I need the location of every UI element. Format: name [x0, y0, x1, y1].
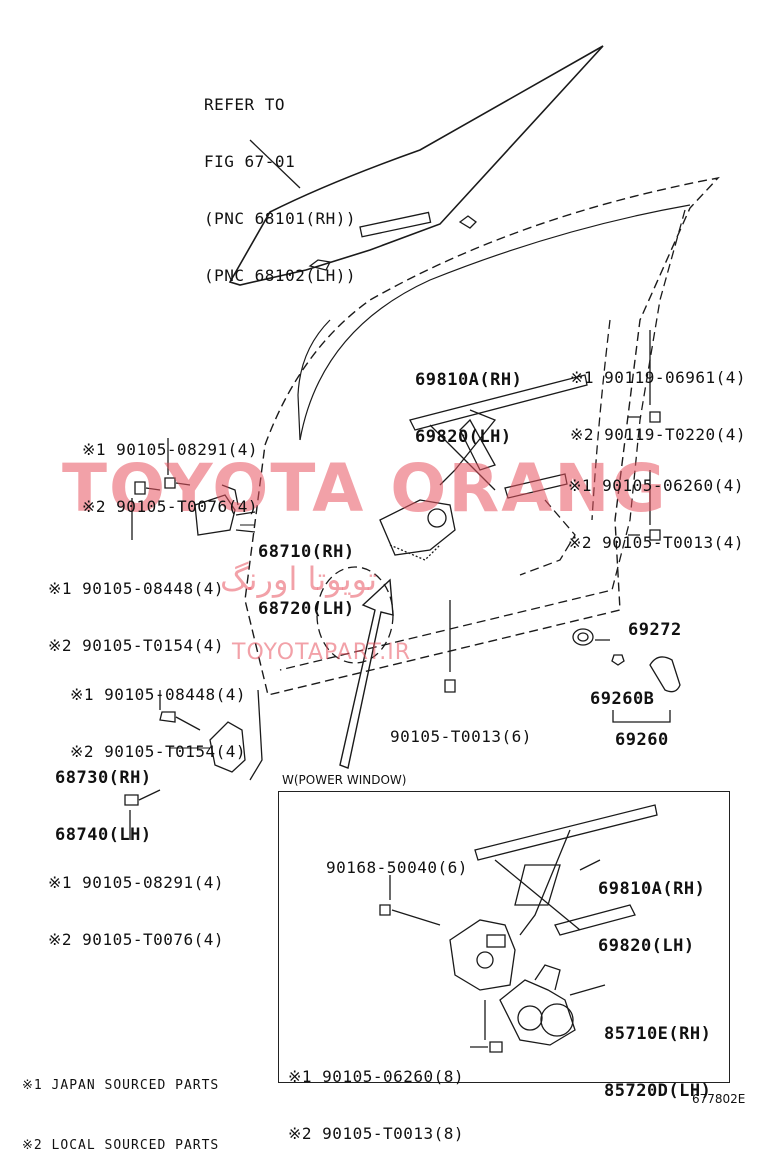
label-bolt-left-mid: ※1 90105-08448(4) ※2 90105-T0154(4) — [48, 541, 224, 674]
label-bolt-left-lower: ※1 90105-08448(4) ※2 90105-T0154(4) — [70, 647, 246, 780]
label-hinge-lower: 68730(RH) 68740(LH) — [55, 731, 152, 864]
refer-note-line: REFER TO — [204, 95, 286, 114]
pw-gear-plate — [449, 919, 516, 991]
label-69260: 69260 — [615, 730, 669, 750]
watermark-persian: تویوتا اورنگ — [220, 560, 378, 598]
label-line: 68730(RH) — [55, 768, 152, 788]
label-line: 69820(LH) — [415, 427, 512, 447]
label-line: 85720D(LH) — [604, 1081, 712, 1101]
pw-motor — [499, 979, 576, 1046]
label-line: ※1 90119-06961(4) — [570, 368, 747, 387]
label-bolt-left-bottom: ※1 90105-08291(4) ※2 90105-T0076(4) — [48, 835, 224, 968]
label-line: ※1 90105-08291(4) — [48, 873, 225, 892]
label-69260B: 69260B — [590, 689, 655, 709]
label-line: ※1 90105-08448(4) — [70, 685, 247, 704]
label-pw-bolt-bottom: ※1 90105-06260(8) ※2 90105-T0013(8) — [288, 1029, 464, 1162]
parts-diagram — [124, 45, 720, 1053]
label-line: ※2 90105-T0013(8) — [288, 1124, 465, 1143]
label-line: ※1 90105-06260(4) — [568, 476, 745, 495]
label-line: ※1 90105-08448(4) — [48, 579, 225, 598]
door-glass — [228, 45, 604, 286]
label-power-window: W(POWER WINDOW) — [282, 773, 407, 787]
window-regulator-rail — [409, 374, 588, 431]
label-line: ※1 90105-08291(4) — [82, 440, 259, 459]
label-pw-motor: 85710E(RH) 85720D(LH) — [604, 987, 711, 1120]
label-line: ※2 90105-T0013(4) — [568, 533, 745, 552]
refer-note-line: (PNC 68102(LH)) — [204, 266, 356, 285]
refer-note-line: (PNC 68101(RH)) — [204, 209, 356, 228]
label-line: ※2 90105-T0076(4) — [82, 497, 259, 516]
label-hinge-upper: 68710(RH) 68720(LH) — [258, 505, 355, 638]
label-line: 85710E(RH) — [604, 1024, 712, 1044]
label-bolt-top-right: ※1 90119-06961(4) ※2 90119-T0220(4) — [570, 330, 746, 463]
label-line: 69820(LH) — [598, 936, 695, 956]
lower-door-hinge — [209, 721, 246, 773]
label-line: 69810A(RH) — [415, 370, 523, 390]
label-bolt-left-upper: ※1 90105-08291(4) ※2 90105-T0076(4) — [82, 402, 258, 535]
label-line: ※2 90105-T0154(4) — [48, 636, 225, 655]
watermark-site: TOYOTAPART.IR — [232, 640, 412, 665]
figure-code: 677802E — [692, 1092, 746, 1106]
label-line: 69810A(RH) — [598, 879, 706, 899]
label-pw-bolt: 90168-50040(6) — [326, 858, 468, 877]
label-pw-regulator: 69810A(RH) 69820(LH) — [598, 842, 705, 975]
label-line: ※2 90119-T0220(4) — [570, 425, 747, 444]
label-bolt-right-mid: ※1 90105-06260(4) ※2 90105-T0013(4) — [568, 438, 744, 571]
refer-note: REFER TO FIG 67-01 (PNC 68101(RH)) (PNC … — [204, 57, 356, 304]
label-line: 68740(LH) — [55, 825, 152, 845]
label-69272: 69272 — [628, 620, 682, 640]
power-window-inset — [278, 791, 730, 1083]
label-line: 68710(RH) — [258, 542, 355, 562]
refer-note-line: FIG 67-01 — [204, 152, 296, 171]
upper-door-hinge — [194, 494, 236, 536]
label-line: ※1 90105-06260(8) — [288, 1067, 465, 1086]
handle-69260 — [649, 656, 681, 693]
legend-item: ※1 JAPAN SOURCED PARTS — [22, 1078, 220, 1093]
watermark-main: TOYOTA ORANG — [62, 450, 668, 527]
legend-item: ※2 LOCAL SOURCED PARTS — [22, 1138, 220, 1153]
pw-regulator-rail — [474, 804, 658, 861]
door-panel-outline — [244, 176, 720, 696]
regulator-gear-plate — [379, 499, 456, 556]
power-window-arrow — [339, 578, 394, 769]
label-line: ※2 90105-T0154(4) — [70, 742, 247, 761]
label-line: 68720(LH) — [258, 599, 355, 619]
seal-69272 — [572, 628, 594, 646]
label-regulator-main: 69810A(RH) 69820(LH) — [415, 333, 522, 466]
label-line: ※2 90105-T0076(4) — [48, 930, 225, 949]
legend: ※1 JAPAN SOURCED PARTS ※2 LOCAL SOURCED … — [22, 1036, 219, 1176]
label-bolt-bottom-center: 90105-T0013(6) — [390, 727, 532, 746]
